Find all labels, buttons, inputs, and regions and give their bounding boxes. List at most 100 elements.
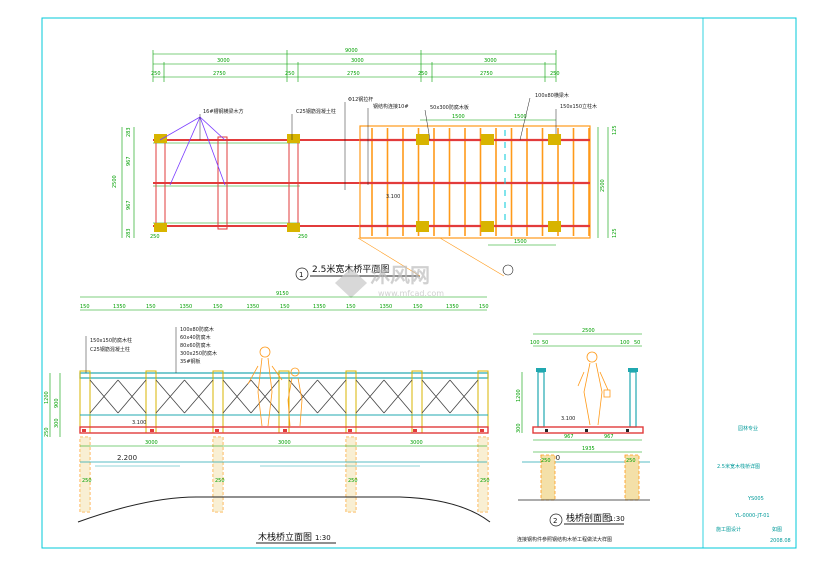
elev-span-dim: 3000 — [410, 440, 423, 446]
railing-brace — [383, 379, 413, 414]
section-view: 2500 100 50 100 50 3.100 2.200 967 967 1… — [516, 328, 650, 543]
elev-note: 100x80防腐木 — [180, 326, 214, 333]
title-block-phase: 施工图设计 — [716, 526, 741, 533]
elev-note: 60x40防腐木 — [180, 334, 211, 341]
railing-post — [278, 370, 290, 434]
plan-left-dim: 283 — [126, 228, 132, 238]
elev-pile-dim: 250 — [82, 478, 92, 484]
section-title-number: 2 — [553, 517, 557, 525]
callout-label: 50x300防腐木板 — [430, 104, 469, 111]
plan-sub-dim: 250 — [418, 71, 428, 77]
plan-sub-dim: 2750 — [480, 71, 493, 77]
railing-brace — [155, 379, 185, 414]
callout-label: 150x150立柱木 — [560, 103, 597, 110]
title-block: 园林专业 2.5米宽木栈桥详图 YS005 YL-0000-JT-01 施工图设… — [716, 425, 791, 544]
callout-label: Φ12钢拉杆 — [348, 96, 373, 103]
elev-note: 80x60防腐木 — [180, 342, 211, 349]
section-bottom-total: 1935 — [582, 446, 595, 452]
elev-notes: 150x150防腐木柱 C25钢筋混凝土柱 100x80防腐木 60x40防腐木… — [85, 326, 217, 373]
section-piles — [540, 454, 640, 501]
railing-post — [145, 370, 157, 434]
title-block-company: 园林专业 — [738, 425, 758, 432]
section-sub-dim: 50 — [542, 340, 548, 346]
railing-post — [411, 370, 423, 434]
plan-title-bubble — [295, 267, 309, 281]
elev-sub-dim: 1350 — [113, 304, 126, 310]
elev-sub-dim: 150 — [80, 304, 90, 310]
plan-left-dim: 967 — [126, 200, 132, 210]
callout-label: 16#槽钢横梁木方 — [203, 108, 244, 115]
plan-bottom-mid-dim: 250 — [298, 234, 308, 240]
elev-overall-dim: 9150 — [276, 291, 289, 297]
title-block-code: YL-0000-JT-01 — [734, 513, 770, 519]
elev-left-dim: 900 — [54, 398, 60, 408]
elev-sub-dim: 1350 — [180, 304, 193, 310]
railing-brace — [317, 379, 347, 414]
plan-left-dim: 967 — [126, 156, 132, 166]
title-block-sheet: YS005 — [747, 496, 764, 502]
plan-bottom-left-dim: 250 — [150, 234, 160, 240]
elev-scale: 1:30 — [315, 534, 331, 542]
plan-inner-dim: 1500 — [514, 114, 527, 120]
railing-brace — [89, 379, 119, 414]
section-bottom-dim: 967 — [604, 434, 614, 440]
railing-brace — [184, 379, 214, 414]
plan-overall-dim: 9000 — [345, 48, 358, 54]
elev-level-water: 2.200 — [117, 454, 137, 462]
plan-right-dim: 125 — [612, 125, 618, 135]
plan-inner-dim: 1500 — [452, 114, 465, 120]
north-arrow-icon — [502, 264, 514, 276]
plan-bottom-dim: 1500 — [514, 239, 527, 245]
plan-sub-dim: 250 — [550, 71, 560, 77]
title-block-date: 2008.08 — [770, 538, 791, 544]
elev-sub-dim: 150 — [146, 304, 156, 310]
elev-note: 300x250防腐木 — [180, 350, 217, 357]
person-figure-icon — [577, 351, 611, 426]
elev-pile-dim: 250 — [348, 478, 358, 484]
elev-left-dim: 300 — [54, 418, 60, 428]
plan-span-dim: 3000 — [217, 58, 230, 64]
section-level-top: 3.100 — [561, 416, 575, 422]
section-note: 连接钢构件参照钢结构木桥工程做法大样图 — [517, 536, 612, 543]
section-bottom-dim: 967 — [564, 434, 574, 440]
elev-left-dim: 250 — [44, 427, 50, 437]
plan-framing — [153, 116, 360, 232]
elev-pile-dim: 250 — [480, 478, 490, 484]
railing-post — [477, 370, 489, 434]
plan-title-number: 1 — [299, 271, 303, 279]
railing-brace — [117, 379, 147, 414]
elev-span-dim: 3000 — [278, 440, 291, 446]
elev-left-dim: 1200 — [44, 391, 50, 404]
plan-sub-dim: 2750 — [213, 71, 226, 77]
plan-view: 9000 3000 3000 3000 250 2750 250 2750 25… — [112, 48, 618, 281]
railing-brace — [421, 379, 451, 414]
plan-callouts: 16#槽钢横梁木方 C25钢筋混凝土柱 Φ12钢拉杆 钢结构连接10# 50x3… — [199, 92, 597, 190]
people-figure-icon — [247, 346, 303, 427]
elev-handrail — [79, 372, 489, 379]
riverbed-line — [77, 496, 491, 523]
plan-right-dim: 125 — [612, 228, 618, 238]
railing-brace — [449, 379, 479, 414]
railing-brace — [288, 379, 318, 414]
plan-sub-dim: 2750 — [347, 71, 360, 77]
callout-label: 100x80横梁木 — [535, 92, 569, 99]
railing-post — [345, 370, 357, 434]
elev-note: 35#钢板 — [180, 358, 201, 365]
watermark: 沐风网 www.mfcad.com — [335, 263, 444, 298]
plan-span-dim: 3000 — [351, 58, 364, 64]
elev-note: 150x150防腐木柱 — [90, 337, 132, 344]
section-width-dim: 2500 — [582, 328, 595, 334]
plan-left-total: 2500 — [112, 175, 118, 188]
railing-post — [212, 370, 224, 434]
section-sub-dim: 100 — [620, 340, 630, 346]
plan-deck: 1500 1500 1500 — [359, 114, 591, 246]
elev-sub-dim: 150 — [280, 304, 290, 310]
plan-sub-dim: 250 — [285, 71, 295, 77]
elev-deck-beam — [79, 426, 489, 434]
title-block-scale: 如图 — [772, 526, 782, 533]
plan-span-dim: 3000 — [484, 58, 497, 64]
railing-brace — [250, 379, 280, 414]
section-sub-dim: 100 — [530, 340, 540, 346]
